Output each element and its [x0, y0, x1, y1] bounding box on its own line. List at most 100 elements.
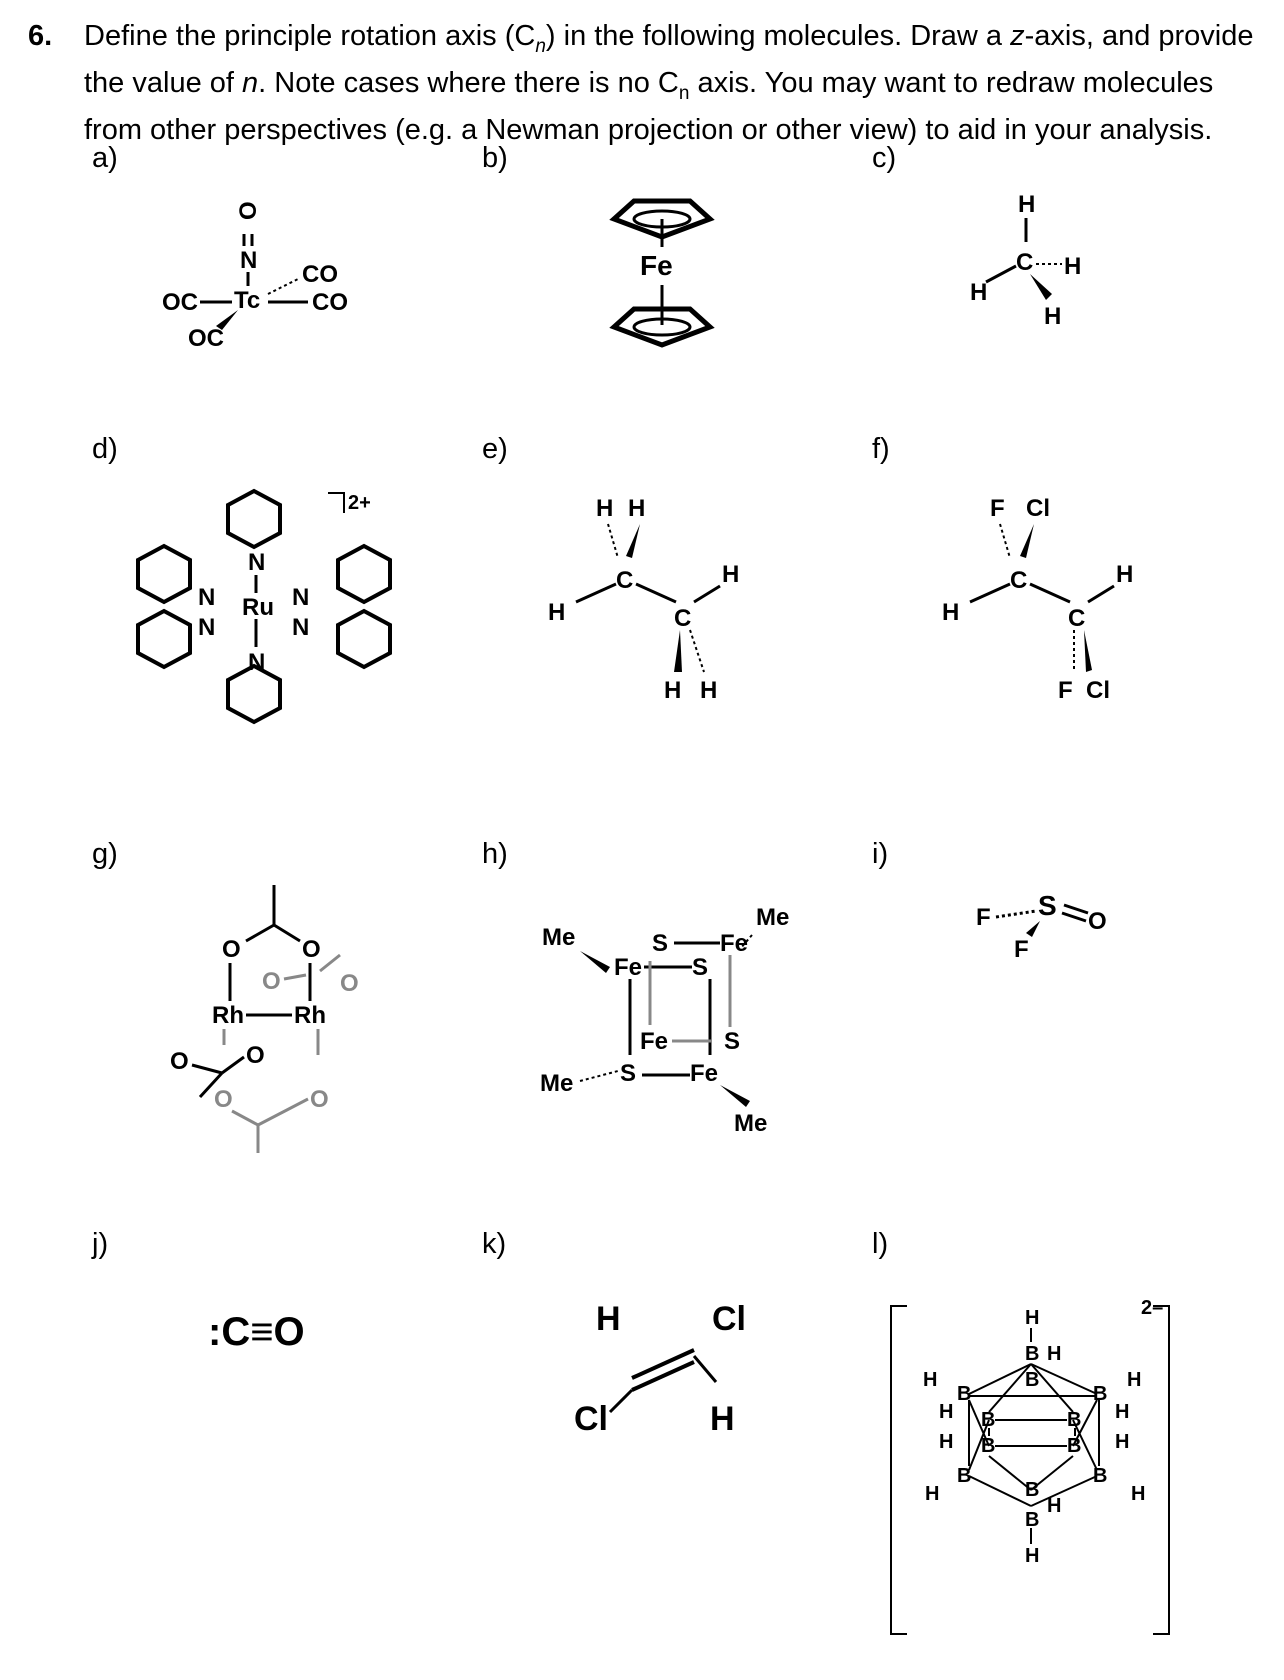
svg-text:Cl: Cl [1086, 677, 1110, 704]
molecule-e: H H C H C H H H [548, 495, 739, 704]
svg-text:OC: OC [188, 325, 224, 352]
label-j: j) [92, 1228, 109, 1260]
svg-text:H: H [1025, 1307, 1039, 1329]
svg-text:Fe: Fe [690, 1060, 718, 1087]
label-a: a) [92, 142, 118, 174]
svg-text:Ru: Ru [242, 594, 274, 621]
svg-text:H: H [722, 561, 739, 588]
svg-text:H: H [1131, 1483, 1145, 1505]
svg-text:OC: OC [162, 289, 198, 316]
label-b: b) [482, 142, 508, 174]
molecule-k: H Cl Cl H [574, 1300, 746, 1438]
svg-text:H: H [1115, 1431, 1129, 1453]
label-d: d) [92, 433, 118, 465]
svg-text:H: H [700, 677, 717, 704]
svg-text:S: S [620, 1060, 636, 1087]
svg-text:B: B [957, 1465, 971, 1487]
svg-text:N: N [248, 549, 265, 576]
label-f: f) [872, 433, 890, 465]
svg-text:Fe: Fe [640, 250, 673, 281]
svg-text:Fe: Fe [614, 954, 642, 981]
molecule-c: H C H H H [970, 191, 1081, 330]
svg-text:H: H [664, 677, 681, 704]
svg-text:O: O [302, 936, 321, 963]
svg-text:Fe: Fe [720, 930, 748, 957]
svg-text:Me: Me [756, 904, 789, 931]
molecule-i: F S O F [976, 890, 1107, 963]
svg-text:Rh: Rh [294, 1002, 326, 1029]
molecule-d: N Ru N N N N N 2+ [136, 488, 392, 725]
svg-text:B: B [1025, 1369, 1039, 1391]
molecule-f: F Cl C H C H F Cl [942, 495, 1133, 704]
molecule-g: O O Rh Rh O O O O O O [170, 885, 359, 1153]
question-number: 6. [28, 20, 53, 52]
svg-text:O: O [340, 970, 359, 997]
svg-text:H: H [939, 1401, 953, 1423]
svg-text:S: S [724, 1028, 740, 1055]
molecule-a: O N Tc CO CO OC OC [162, 201, 348, 352]
svg-text:H: H [1115, 1401, 1129, 1423]
svg-text:B: B [1025, 1509, 1039, 1531]
svg-text:B: B [1093, 1383, 1107, 1405]
svg-text:O: O [262, 968, 281, 995]
svg-text:H: H [596, 1300, 621, 1338]
svg-text:H: H [1047, 1343, 1061, 1365]
svg-text:Me: Me [540, 1070, 573, 1097]
svg-text:Cl: Cl [1026, 495, 1050, 522]
svg-text:B: B [1067, 1409, 1081, 1431]
molecule-h: Me S Fe Me Fe S Fe S Me S Fe Me [540, 904, 789, 1137]
molecule-j: :C≡O [208, 1310, 305, 1354]
svg-text:S: S [1038, 890, 1057, 921]
svg-text:Rh: Rh [212, 1002, 244, 1029]
svg-text:N: N [292, 584, 309, 611]
svg-text:H: H [939, 1431, 953, 1453]
svg-text:H: H [925, 1483, 939, 1505]
svg-text:O: O [1088, 908, 1107, 935]
question-text: Define the principle rotation axis (Cn) … [84, 20, 1254, 146]
svg-text:O: O [170, 1048, 189, 1075]
svg-text:Tc: Tc [234, 287, 260, 314]
svg-text:N: N [198, 614, 215, 641]
svg-text:Fe: Fe [640, 1028, 668, 1055]
svg-text:H: H [942, 599, 959, 626]
label-k: k) [482, 1228, 507, 1260]
svg-text:H: H [548, 599, 565, 626]
svg-text:H: H [710, 1400, 735, 1438]
svg-text:B: B [1067, 1435, 1081, 1457]
svg-text:H: H [1127, 1369, 1141, 1391]
svg-text:H: H [970, 279, 987, 306]
svg-text:H: H [1018, 191, 1035, 218]
svg-text:2+: 2+ [348, 492, 371, 514]
label-h: h) [482, 838, 508, 870]
svg-text:Cl: Cl [712, 1300, 746, 1338]
svg-text:O: O [214, 1086, 233, 1113]
svg-text:N: N [292, 614, 309, 641]
svg-text:C: C [1010, 567, 1027, 594]
svg-text:H: H [1047, 1495, 1061, 1517]
svg-text:H: H [1044, 303, 1061, 330]
label-i: i) [872, 838, 889, 870]
svg-text:C: C [1068, 605, 1085, 632]
svg-text:O: O [222, 936, 241, 963]
svg-text:CO: CO [302, 261, 338, 288]
label-l: l) [872, 1228, 889, 1260]
label-g: g) [92, 838, 118, 870]
svg-text:Cl: Cl [574, 1400, 608, 1438]
svg-text:H: H [1064, 253, 1081, 280]
svg-text:H: H [923, 1369, 937, 1391]
svg-text:F: F [990, 495, 1005, 522]
svg-text:H: H [628, 495, 645, 522]
svg-text:H: H [1116, 561, 1133, 588]
svg-text:B: B [957, 1383, 971, 1405]
svg-text:S: S [692, 954, 708, 981]
svg-text:F: F [976, 904, 991, 931]
svg-text:N: N [248, 649, 265, 676]
svg-text:S: S [652, 930, 668, 957]
svg-text:C: C [1016, 249, 1033, 276]
svg-text:N: N [198, 584, 215, 611]
svg-text:Me: Me [542, 924, 575, 951]
svg-text:F: F [1014, 936, 1029, 963]
molecule-l: 2– H B H B B B B B B B B B B B H H H H H… [890, 1297, 1170, 1635]
svg-text:H: H [1025, 1545, 1039, 1567]
label-c: c) [872, 142, 897, 174]
